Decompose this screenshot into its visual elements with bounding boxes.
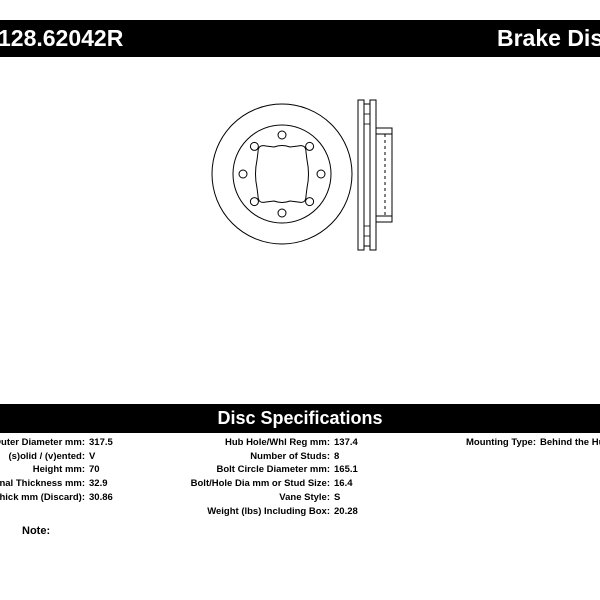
- spec-label: Bolt Circle Diameter mm:: [216, 464, 330, 476]
- hat-outer-edge: [232, 124, 332, 224]
- part-number: 128.62042R: [0, 25, 124, 51]
- stud-hole-6: [249, 197, 259, 207]
- brake-disc-drawing-svg: [211, 99, 393, 251]
- specifications-bar: Disc Specifications: [0, 404, 600, 433]
- spec-label: Outer Diameter mm:: [0, 437, 85, 448]
- spec-label: Hub Hole/Whl Reg mm:: [224, 437, 330, 448]
- spec-label: Vane Style:: [279, 491, 330, 503]
- vane-pattern: [364, 113, 370, 237]
- stud-hole-7: [238, 169, 248, 179]
- spec-value: S: [334, 491, 341, 503]
- header-bar: 128.62042R Brake Disc: [0, 20, 600, 57]
- spec-value: 8: [334, 450, 340, 462]
- specifications-table: Outer Diameter mm: 317.5 (s)olid / (v)en…: [0, 436, 600, 526]
- stud-hole-3: [316, 169, 326, 179]
- spec-value: Behind the Hub: [540, 437, 600, 448]
- spec-value: 30.86: [89, 491, 113, 503]
- brake-disc-drawing: [200, 90, 420, 260]
- hat-section: [375, 127, 393, 223]
- spec-label: Mounting Type:: [465, 437, 536, 448]
- spec-value: 32.9: [89, 478, 108, 490]
- spec-label: Height mm:: [32, 464, 85, 476]
- spec-value: V: [89, 450, 96, 462]
- spec-label: Number of Studs:: [250, 450, 330, 462]
- stud-hole-1: [277, 130, 287, 140]
- disc-outer-edge: [211, 103, 353, 245]
- spec-value: 165.1: [334, 464, 358, 476]
- stud-hole-2: [305, 141, 315, 151]
- spec-label: Bolt/Hole Dia mm or Stud Size:: [190, 478, 330, 490]
- spec-value: 70: [89, 464, 100, 476]
- spec-value: 16.4: [334, 478, 353, 490]
- spec-label: Weight (lbs) Including Box:: [207, 505, 330, 517]
- brake-disc-face-view: [211, 103, 353, 245]
- rotor-outer-plate: [369, 99, 377, 251]
- rotor-inner-plate: [357, 99, 365, 251]
- stud-hole-5: [277, 208, 287, 218]
- spec-value: 137.4: [334, 437, 358, 448]
- hub-hole-outline: [255, 145, 309, 203]
- stud-hole-8: [249, 141, 259, 151]
- note: Note:: [22, 525, 50, 537]
- spec-label: (s)olid / (v)ented:: [8, 450, 85, 462]
- spec-value: 20.28: [334, 505, 358, 517]
- specifications-title: Disc Specifications: [217, 408, 383, 428]
- stud-hole-4: [305, 197, 315, 207]
- brake-disc-side-view: [357, 99, 393, 251]
- spec-label: Min Thick mm (Discard):: [0, 491, 85, 503]
- document-title: Brake Disc: [497, 25, 600, 51]
- spec-label: Nominal Thickness mm:: [0, 478, 85, 490]
- spec-value: 317.5: [89, 437, 113, 448]
- note-label: Note:: [22, 525, 51, 537]
